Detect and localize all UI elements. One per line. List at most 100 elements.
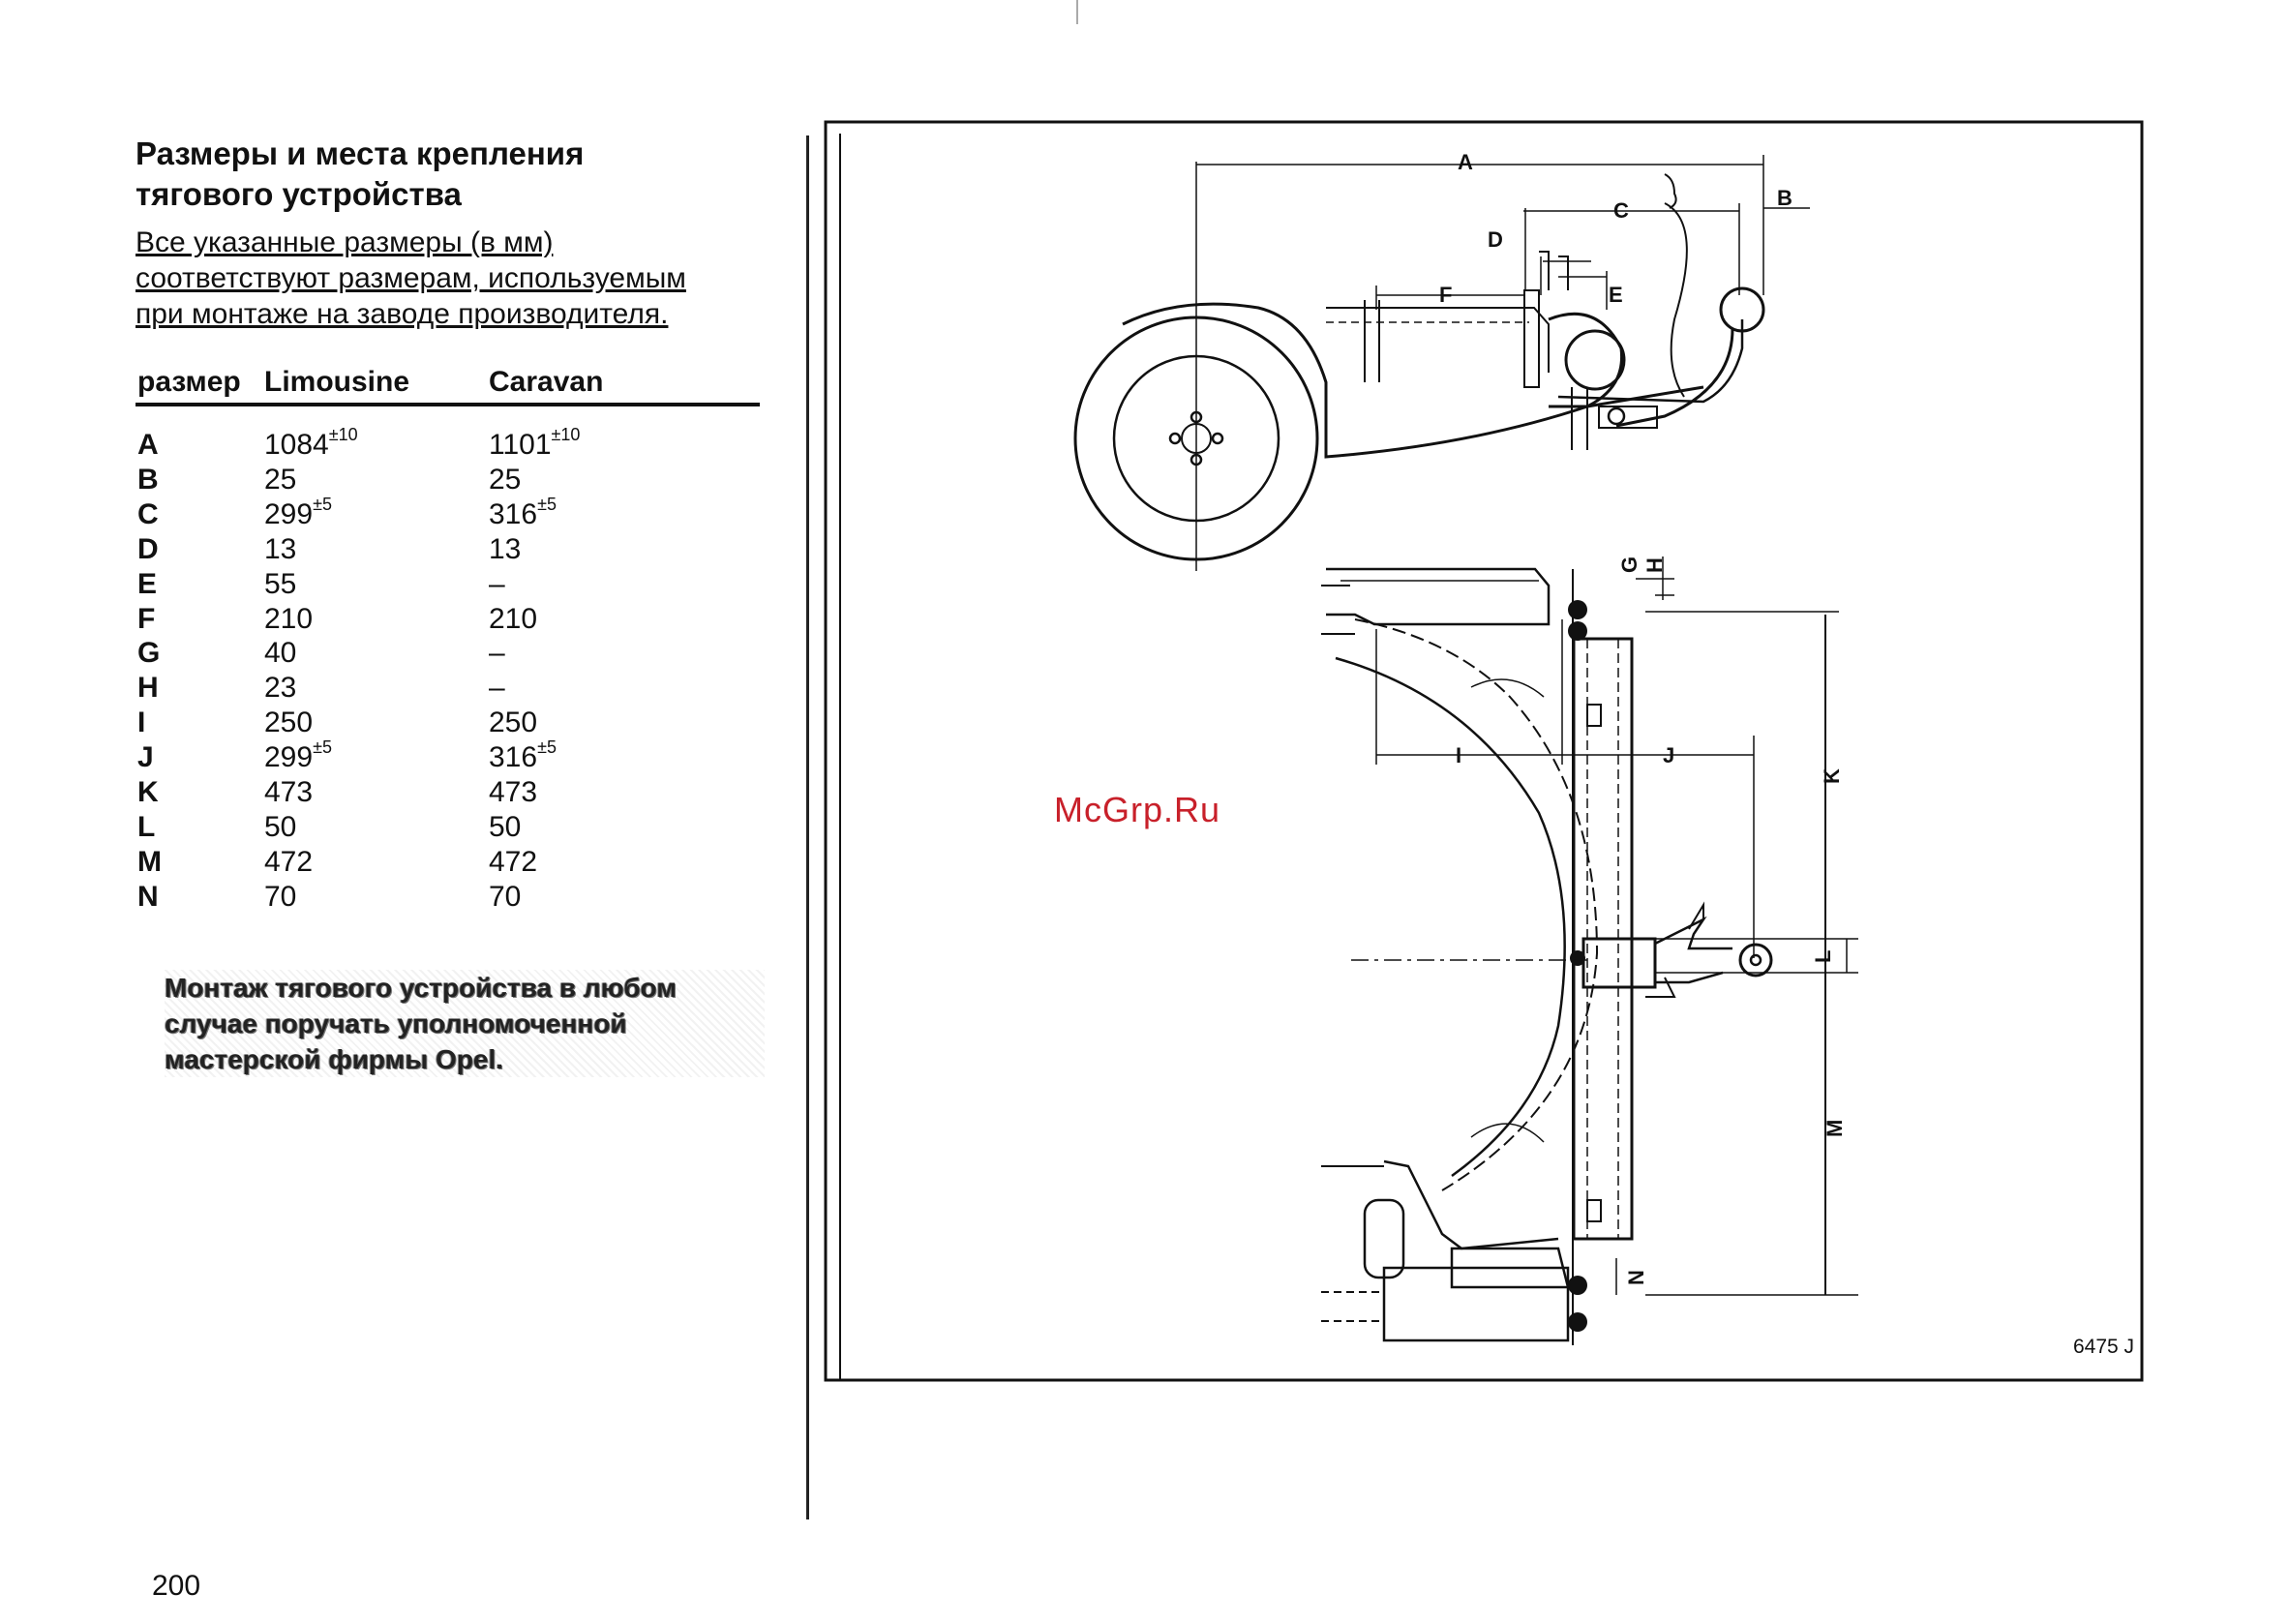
table-header-size: размер	[137, 366, 241, 398]
label-m: M	[1822, 1120, 1847, 1137]
cell-value: 472	[489, 845, 538, 878]
cell-limousine: 40	[264, 637, 296, 670]
cell-limousine: 13	[264, 533, 296, 566]
cell-limousine: 299±5	[264, 737, 332, 774]
cell-value: –	[489, 637, 505, 670]
cell-limousine: 23	[264, 672, 296, 705]
label-e: E	[1609, 283, 1623, 307]
cell-value: 50	[264, 810, 297, 843]
cell-value: 473	[264, 776, 314, 808]
table-row: E 55 –	[0, 568, 774, 603]
side-view-dimensions	[1196, 155, 1810, 310]
cell-caravan: –	[489, 568, 505, 601]
cell-value: 70	[264, 880, 297, 913]
cell-limousine: 70	[264, 881, 296, 914]
page-title: Размеры и места крепления тягового устро…	[136, 134, 794, 215]
column-divider	[806, 135, 809, 1519]
subtitle-line-2: соответствуют размерам, используемым	[136, 262, 686, 294]
label-c: C	[1613, 198, 1629, 223]
cell-limousine: 25	[264, 464, 296, 496]
label-j: J	[1663, 743, 1674, 767]
cell-value: 25	[489, 463, 522, 496]
cell-caravan: 316±5	[489, 737, 557, 774]
page-number: 200	[152, 1570, 201, 1602]
cell-value: –	[489, 567, 505, 600]
note-line-1: Монтаж тягового устройства в любом	[165, 973, 677, 1003]
label-l: L	[1811, 950, 1835, 963]
cell-caravan: 50	[489, 811, 521, 844]
table-row: L 50 50	[0, 811, 774, 846]
top-view-dimensions	[1375, 556, 1858, 1296]
subtitle-line-1: Все указанные размеры (в мм)	[136, 226, 554, 258]
side-view-body	[1122, 173, 1765, 459]
top-view-structure	[1321, 567, 1599, 1342]
cell-tolerance: ±5	[537, 737, 557, 758]
figure-code: 6475 J	[2073, 1336, 2135, 1358]
cell-tolerance: ±5	[537, 494, 557, 514]
cell-caravan: –	[489, 637, 505, 670]
cell-value: 299	[264, 497, 314, 530]
tow-bar-diagram: A B C D E F G H I J K L M N	[824, 120, 2144, 1382]
top-view-crossmember	[1351, 569, 1773, 1345]
cell-key: D	[137, 532, 159, 565]
label-g: G	[1617, 556, 1641, 573]
cell-limousine: 50	[264, 811, 296, 844]
cell-tolerance: ±10	[551, 425, 581, 444]
cell-key: G	[137, 637, 161, 670]
cell-limousine: 55	[264, 568, 296, 601]
cell-value: –	[489, 672, 505, 705]
cell-caravan: –	[489, 672, 505, 705]
cell-caravan: 210	[489, 603, 537, 636]
cell-value: 250	[489, 707, 538, 739]
cell-key: K	[137, 776, 159, 808]
subtitle-line-3: при монтаже на заводе производителя.	[136, 298, 669, 330]
cell-key: B	[137, 463, 159, 496]
cell-value: 23	[264, 672, 297, 705]
cell-limousine: 299±5	[264, 494, 332, 531]
cell-key: F	[137, 602, 156, 635]
cell-value: 299	[264, 741, 314, 774]
title-line-2: тягового устройства	[136, 176, 462, 212]
label-i: I	[1456, 743, 1461, 767]
cell-value: 13	[264, 532, 297, 565]
cell-tolerance: ±5	[313, 494, 332, 514]
note-line-3: мастерской фирмы Opel.	[165, 1044, 504, 1074]
scan-mark	[1076, 0, 1078, 24]
cell-limousine: 1084±10	[264, 425, 358, 462]
cell-limousine: 472	[264, 846, 313, 879]
cell-caravan: 316±5	[489, 494, 557, 531]
note-line-2: случае поручать уполномоченной	[165, 1008, 627, 1038]
cell-tolerance: ±5	[313, 737, 332, 758]
table-row: N 70 70	[0, 881, 774, 916]
cell-value: 210	[489, 602, 538, 635]
cell-value: 70	[489, 880, 522, 913]
label-a: A	[1458, 150, 1473, 174]
cell-caravan: 472	[489, 846, 537, 879]
cell-value: 55	[264, 567, 297, 600]
diagram-frame-outer	[824, 120, 2144, 1382]
table-header-limousine: Limousine	[264, 366, 410, 398]
cell-value: 316	[489, 741, 538, 774]
cell-key: L	[137, 810, 156, 843]
cell-key: E	[137, 567, 158, 600]
table-header-caravan: Caravan	[489, 366, 604, 398]
installation-note: Монтаж тягового устройства в любом случа…	[165, 970, 765, 1077]
cell-caravan: 25	[489, 464, 521, 496]
cell-key: J	[137, 741, 154, 774]
cell-tolerance: ±10	[328, 425, 358, 444]
page-subtitle: Все указанные размеры (в мм) соответству…	[136, 225, 774, 332]
cell-value: 210	[264, 602, 314, 635]
cell-key: N	[137, 880, 159, 913]
title-line-1: Размеры и места крепления	[136, 135, 585, 171]
cell-caravan: 70	[489, 881, 521, 914]
label-n: N	[1624, 1270, 1648, 1285]
label-h: H	[1642, 557, 1667, 573]
cell-value: 250	[264, 707, 314, 739]
cell-key: C	[137, 497, 159, 530]
cell-caravan: 13	[489, 533, 521, 566]
